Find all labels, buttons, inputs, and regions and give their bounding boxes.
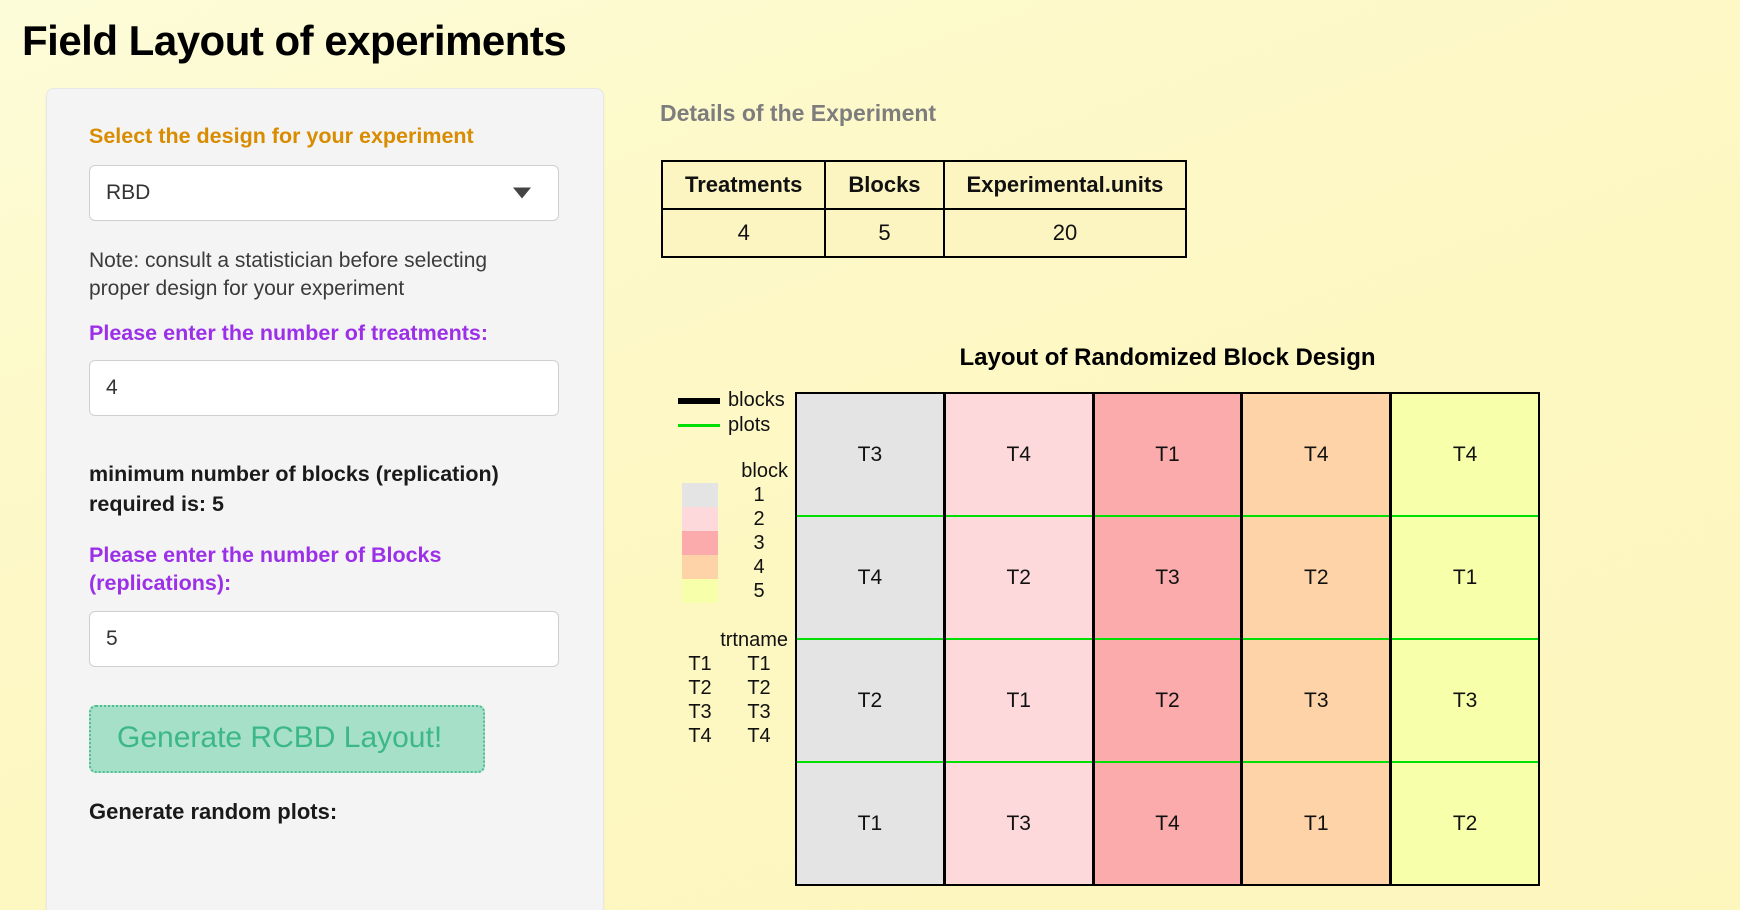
legend-trt-key: T3 <box>688 700 712 723</box>
legend-trt-T1: T1 T1 <box>660 652 790 676</box>
legend-line-blocks: blocks <box>660 388 790 413</box>
legend-block-label: 4 <box>753 555 765 578</box>
legend-block-label: 2 <box>753 507 765 530</box>
plot-title: Layout of Randomized Block Design <box>959 344 1376 371</box>
plot-cell: T2 <box>1243 517 1390 640</box>
legend-trt-label: T2 <box>747 676 771 699</box>
design-select-label: Select the design for your experiment <box>89 124 474 148</box>
legend-trt-key: T2 <box>688 676 712 699</box>
blocks-input[interactable]: 5 <box>89 611 559 668</box>
legend-trt-T2: T2 T2 <box>660 676 790 700</box>
plot-cell: T1 <box>945 640 1092 763</box>
legend-color-swatch-icon <box>682 531 718 555</box>
plot-cell: T4 <box>1392 394 1538 517</box>
legend-trt-T4: T4 T4 <box>660 724 790 748</box>
legend-line-label: blocks <box>728 389 785 411</box>
plot-cell: T2 <box>945 517 1092 640</box>
plot-cell: T4 <box>797 517 943 640</box>
blocks-label: Please enter the number of Blocks (repli… <box>89 542 442 596</box>
legend-trt-T3: T3 T3 <box>660 700 790 724</box>
plot-cell: T2 <box>1094 640 1241 763</box>
plot-cell: T3 <box>1094 517 1241 640</box>
legend-trt-label: T4 <box>747 724 771 747</box>
plot-cell: T1 <box>1243 763 1390 884</box>
plot-cell: T1 <box>1392 517 1538 640</box>
legend-block-2: 2 <box>660 507 790 531</box>
legend-line-swatch-icon <box>678 424 720 427</box>
table-header-cell-1: Blocks <box>824 160 945 210</box>
legend-color-swatch-icon <box>682 507 718 531</box>
plot-cell: T3 <box>1392 640 1538 763</box>
legend-trt-label: T1 <box>747 652 771 675</box>
plot-cell: T3 <box>945 763 1092 884</box>
details-heading: Details of the Experiment <box>660 100 937 126</box>
minimum-blocks-note: minimum number of blocks (replication) r… <box>89 462 499 516</box>
legend-block-title: block <box>741 460 788 482</box>
page-title: Field Layout of experiments <box>22 17 567 64</box>
legend-color-swatch-icon <box>682 579 718 603</box>
statistician-note: Note: consult a statistician before sele… <box>89 248 488 300</box>
legend-trt-key: T1 <box>688 652 712 675</box>
plot-cell: T3 <box>1243 640 1390 763</box>
plot-cell: T1 <box>1094 394 1241 517</box>
table-cell-1: 5 <box>824 208 945 258</box>
legend-block-4: 4 <box>660 555 790 579</box>
design-select[interactable]: RBD <box>89 164 559 221</box>
plot-cell: T2 <box>797 640 943 763</box>
plot-cell: T4 <box>1243 394 1390 517</box>
generate-random-plots-label: Generate random plots: <box>89 799 338 825</box>
plot-cell: T4 <box>1094 763 1241 884</box>
legend-block-3: 3 <box>660 531 790 555</box>
treatments-input[interactable]: 4 <box>89 360 559 417</box>
table-header-cell-0: Treatments <box>660 160 827 210</box>
table-header-cell-2: Experimental.units <box>942 160 1188 210</box>
legend-block-5: 5 <box>660 579 790 603</box>
plot-cell: T4 <box>945 394 1092 517</box>
plot-cell: T2 <box>1392 763 1538 884</box>
generate-rcbd-layout-button[interactable]: Generate RCBD Layout! <box>89 705 485 774</box>
plot-cell: T3 <box>797 394 943 517</box>
legend-block-1: 1 <box>660 483 790 507</box>
legend-line-label: plots <box>728 414 771 436</box>
legend-color-swatch-icon <box>682 555 718 579</box>
legend-line-plots: plots <box>660 413 790 438</box>
plot-cell: T1 <box>797 763 943 884</box>
legend-block-label: 5 <box>753 579 765 602</box>
treatments-label: Please enter the number of treatments: <box>89 320 489 345</box>
legend-trt-label: T3 <box>747 700 771 723</box>
table-cell-0: 4 <box>660 208 827 258</box>
legend-block-label: 1 <box>753 483 765 506</box>
legend-trtname-title: trtname <box>720 629 788 651</box>
design-select-value[interactable]: RBD <box>89 164 559 221</box>
sidebar-panel: Select the design for your experiment RB… <box>46 88 604 910</box>
legend-block-label: 3 <box>753 531 765 554</box>
legend-trt-key: T4 <box>688 724 712 747</box>
table-cell-2: 20 <box>942 208 1188 258</box>
legend-color-swatch-icon <box>682 483 718 507</box>
legend-line-swatch-icon <box>678 397 720 404</box>
